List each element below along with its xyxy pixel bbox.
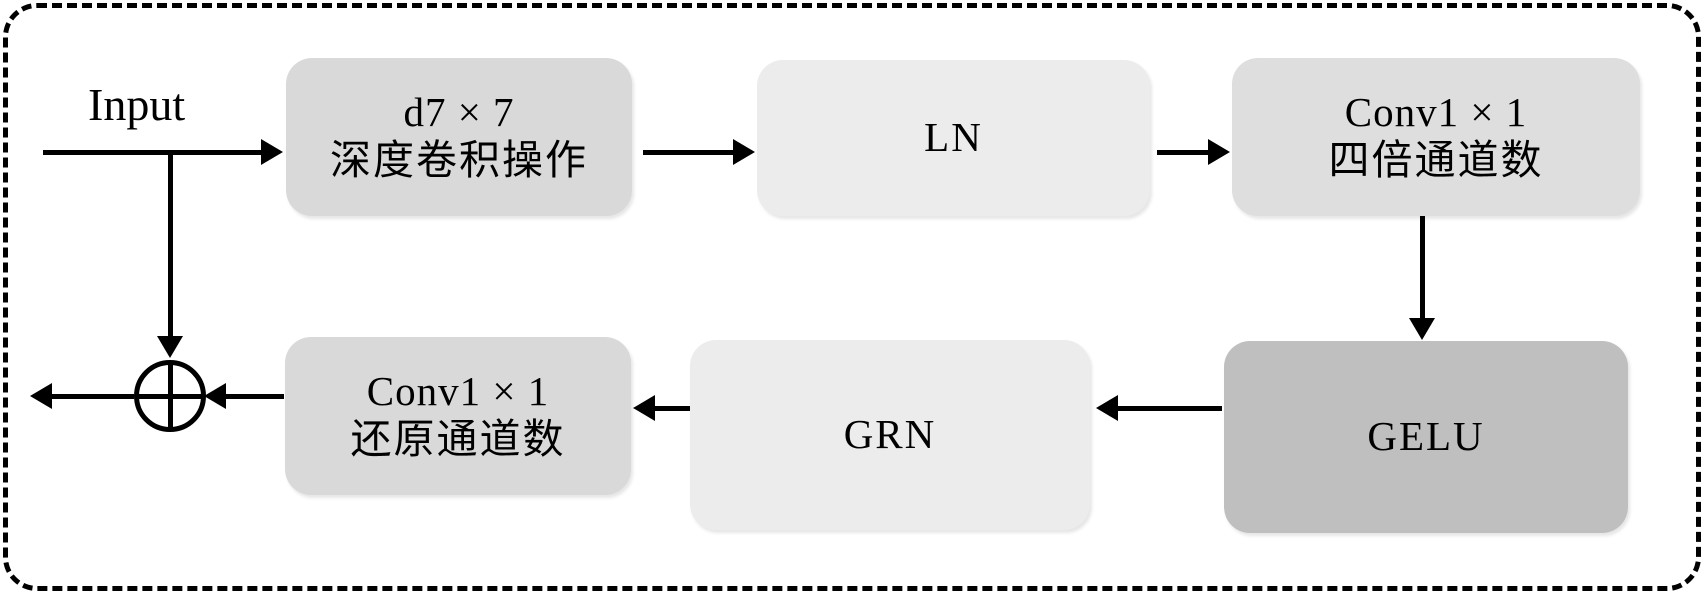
arrow-dwconv-to-ln-line — [643, 150, 733, 155]
node-depthwise-conv[interactable]: d7 × 7 深度卷积操作 — [286, 58, 632, 216]
node-conv-reduce-line1: Conv1 × 1 — [366, 368, 550, 415]
arrow-ln-to-convup-head — [1208, 139, 1230, 165]
node-conv-reduce[interactable]: Conv1 × 1 还原通道数 — [285, 337, 631, 495]
node-depthwise-conv-line1: d7 × 7 — [403, 89, 515, 136]
skip-connection-line — [168, 150, 173, 338]
input-label: Input — [88, 79, 186, 130]
output-arrow-head — [30, 383, 52, 409]
input-arrow-head — [261, 139, 283, 165]
arrow-convup-to-gelu-line — [1420, 216, 1425, 322]
block-dashed-border — [3, 3, 1701, 591]
arrow-convdn-to-add-line — [226, 394, 284, 399]
plus-vertical-bar — [168, 363, 173, 429]
arrow-gelu-to-grn-line — [1118, 406, 1222, 411]
output-arrow-line — [52, 394, 134, 399]
node-grn[interactable]: GRN — [690, 340, 1090, 530]
arrow-ln-to-convup-line — [1157, 150, 1225, 155]
node-conv-reduce-line2: 还原通道数 — [350, 416, 566, 462]
node-conv-expand-line1: Conv1 × 1 — [1344, 89, 1528, 136]
node-conv-expand-line2: 四倍通道数 — [1328, 137, 1544, 183]
input-arrow-line — [43, 150, 261, 155]
arrow-convdn-to-add-head — [204, 383, 226, 409]
node-layer-norm-label: LN — [924, 114, 983, 161]
arrow-grn-to-convdn-line — [655, 406, 690, 411]
arrow-gelu-to-grn-head — [1096, 395, 1118, 421]
node-conv-expand[interactable]: Conv1 × 1 四倍通道数 — [1232, 58, 1640, 216]
skip-connection-arrow-head — [157, 336, 183, 358]
arrow-grn-to-convdn-head — [633, 395, 655, 421]
addition-operator — [134, 360, 206, 432]
arrow-convup-to-gelu-head — [1409, 318, 1435, 340]
arrow-dwconv-to-ln-head — [733, 139, 755, 165]
node-depthwise-conv-line2: 深度卷积操作 — [330, 137, 588, 183]
node-layer-norm[interactable]: LN — [757, 60, 1150, 216]
node-gelu[interactable]: GELU — [1224, 341, 1628, 533]
node-gelu-label: GELU — [1367, 413, 1485, 460]
node-grn-label: GRN — [843, 411, 937, 458]
